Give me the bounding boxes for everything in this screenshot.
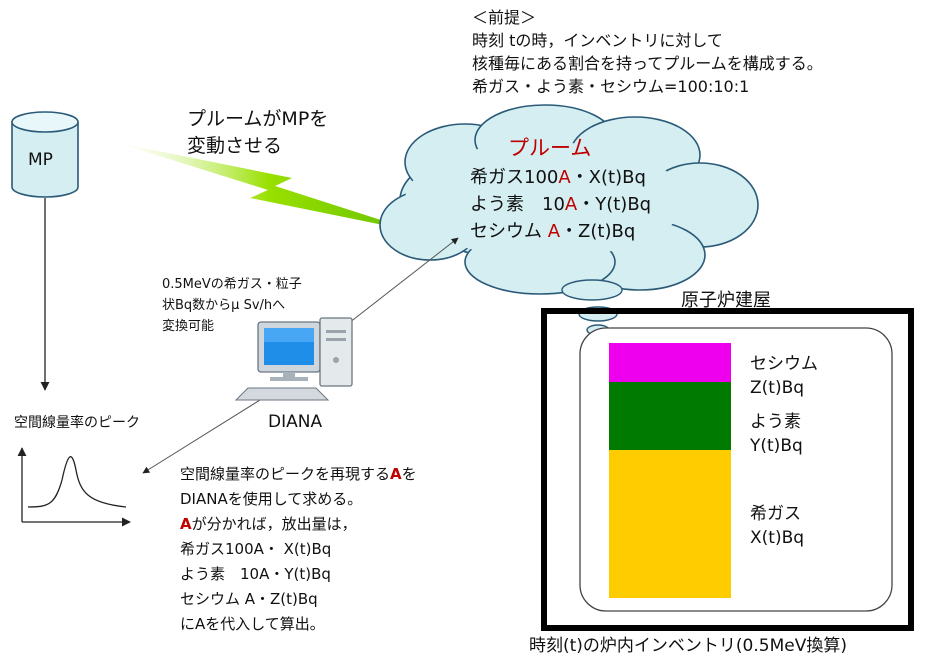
- premise-ratio: 希ガス・よう素・セシウム=100:10:1: [472, 77, 750, 96]
- inventory-caption: 時刻(t)の炉内インベントリ(0.5MeV換算): [529, 636, 847, 656]
- procedure-text: 空間線量率のピークを再現するAを DIANAを使用して求める。 Aが分かれば，放…: [180, 465, 417, 633]
- iodine-amount: Y(t)Bq: [750, 436, 803, 456]
- computer-to-procedure-arrow: [142, 394, 269, 474]
- inventory-labels: セシウム Z(t)Bq よう素 Y(t)Bq 希ガス X(t)Bq: [750, 352, 880, 562]
- reactor-building-title: 原子炉建屋: [681, 290, 771, 311]
- cesium-amount: Z(t)Bq: [750, 378, 805, 398]
- noble-gas-label: 希ガス: [750, 504, 801, 524]
- plume-effect-text: プルームがMPを 変動させる: [187, 108, 329, 157]
- mp-cylinder: [11, 111, 79, 198]
- lightning-bolt-icon: [118, 143, 418, 232]
- plume-noble-gas: 希ガス100A・X(t)Bq: [470, 167, 646, 188]
- plume-cloud-shape: [379, 104, 759, 295]
- premise-line: 時刻 tの時，インベントリに対して: [472, 31, 723, 50]
- plume-bubbles: [561, 279, 623, 336]
- cesium-bar: [609, 343, 731, 382]
- plume-cesium: セシウム A・Z(t)Bq: [470, 221, 636, 242]
- iodine-label: よう素: [750, 412, 801, 432]
- conversion-note: 0.5MeVの希ガス・粒子 状Bq数からμ Sv/hへ 変換可能: [162, 277, 302, 334]
- iodine-bar: [609, 382, 731, 450]
- computer-to-plume-arrow: [339, 237, 459, 331]
- noble-gas-bar: [609, 450, 731, 598]
- noble-gas-amount: X(t)Bq: [750, 528, 805, 548]
- premise-line: 核種毎にある割合を持ってプルームを構成する。: [472, 54, 823, 73]
- computer-icon: [234, 317, 353, 401]
- plume-contents: プルーム 希ガス100A・X(t)Bq よう素 10A・Y(t)Bq セシウム …: [470, 135, 690, 247]
- dose-peak-label: 空間線量率のピーク: [14, 415, 140, 431]
- premise-block: ＜前提＞ 時刻 tの時，インベントリに対して 核種毎にある割合を持ってプルームを…: [472, 6, 823, 106]
- plume-iodine: よう素 10A・Y(t)Bq: [470, 194, 652, 215]
- reactor-building-frame: [541, 308, 914, 631]
- premise-heading: ＜前提＞: [472, 8, 537, 27]
- dose-peak-graph: [17, 447, 131, 527]
- cesium-label: セシウム: [750, 354, 818, 374]
- computer-label: DIANA: [268, 412, 323, 432]
- plume-title: プルーム: [508, 136, 592, 160]
- mp-label: MP: [28, 150, 53, 170]
